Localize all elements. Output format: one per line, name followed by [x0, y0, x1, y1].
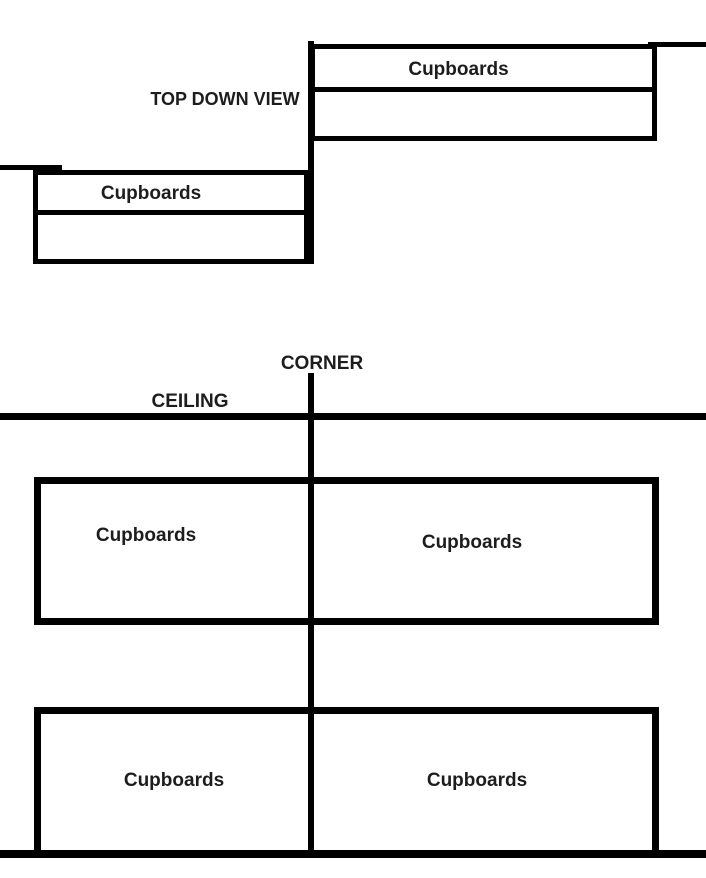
- top-view-right-cupboard-label: Cupboards: [408, 59, 509, 80]
- corner-line-upper-overlay: [308, 477, 314, 625]
- elevation-upper-left-cupboard-label: Cupboards: [95, 525, 197, 546]
- top-view-left-wall-line: [0, 165, 62, 170]
- ceiling-label: CEILING: [151, 391, 229, 412]
- corner-label: CORNER: [280, 353, 364, 374]
- top-down-view-title: TOP DOWN VIEW: [150, 89, 300, 109]
- ceiling-line: [0, 413, 706, 420]
- top-view-left-cupboard-divider: [38, 210, 304, 215]
- floor-line: [0, 850, 706, 858]
- corner-line-lower-overlay: [308, 707, 314, 858]
- elevation-upper-right-cupboard-label: Cupboards: [421, 532, 523, 553]
- elevation-lower-right-cupboard-label: Cupboards: [426, 770, 528, 791]
- elevation-upper-cupboard-box: [34, 477, 659, 625]
- top-view-right-cupboard-box: Cupboards: [310, 44, 657, 141]
- top-view-vertical-wall-line: [308, 41, 314, 264]
- elevation-lower-left-cupboard-label: Cupboards: [123, 770, 225, 791]
- top-view-right-cupboard-divider: [315, 87, 652, 92]
- top-view-right-wall-line: [648, 42, 706, 47]
- top-view-left-cupboard-label: Cupboards: [100, 183, 202, 204]
- top-view-left-cupboard-box: Cupboards: [33, 170, 309, 264]
